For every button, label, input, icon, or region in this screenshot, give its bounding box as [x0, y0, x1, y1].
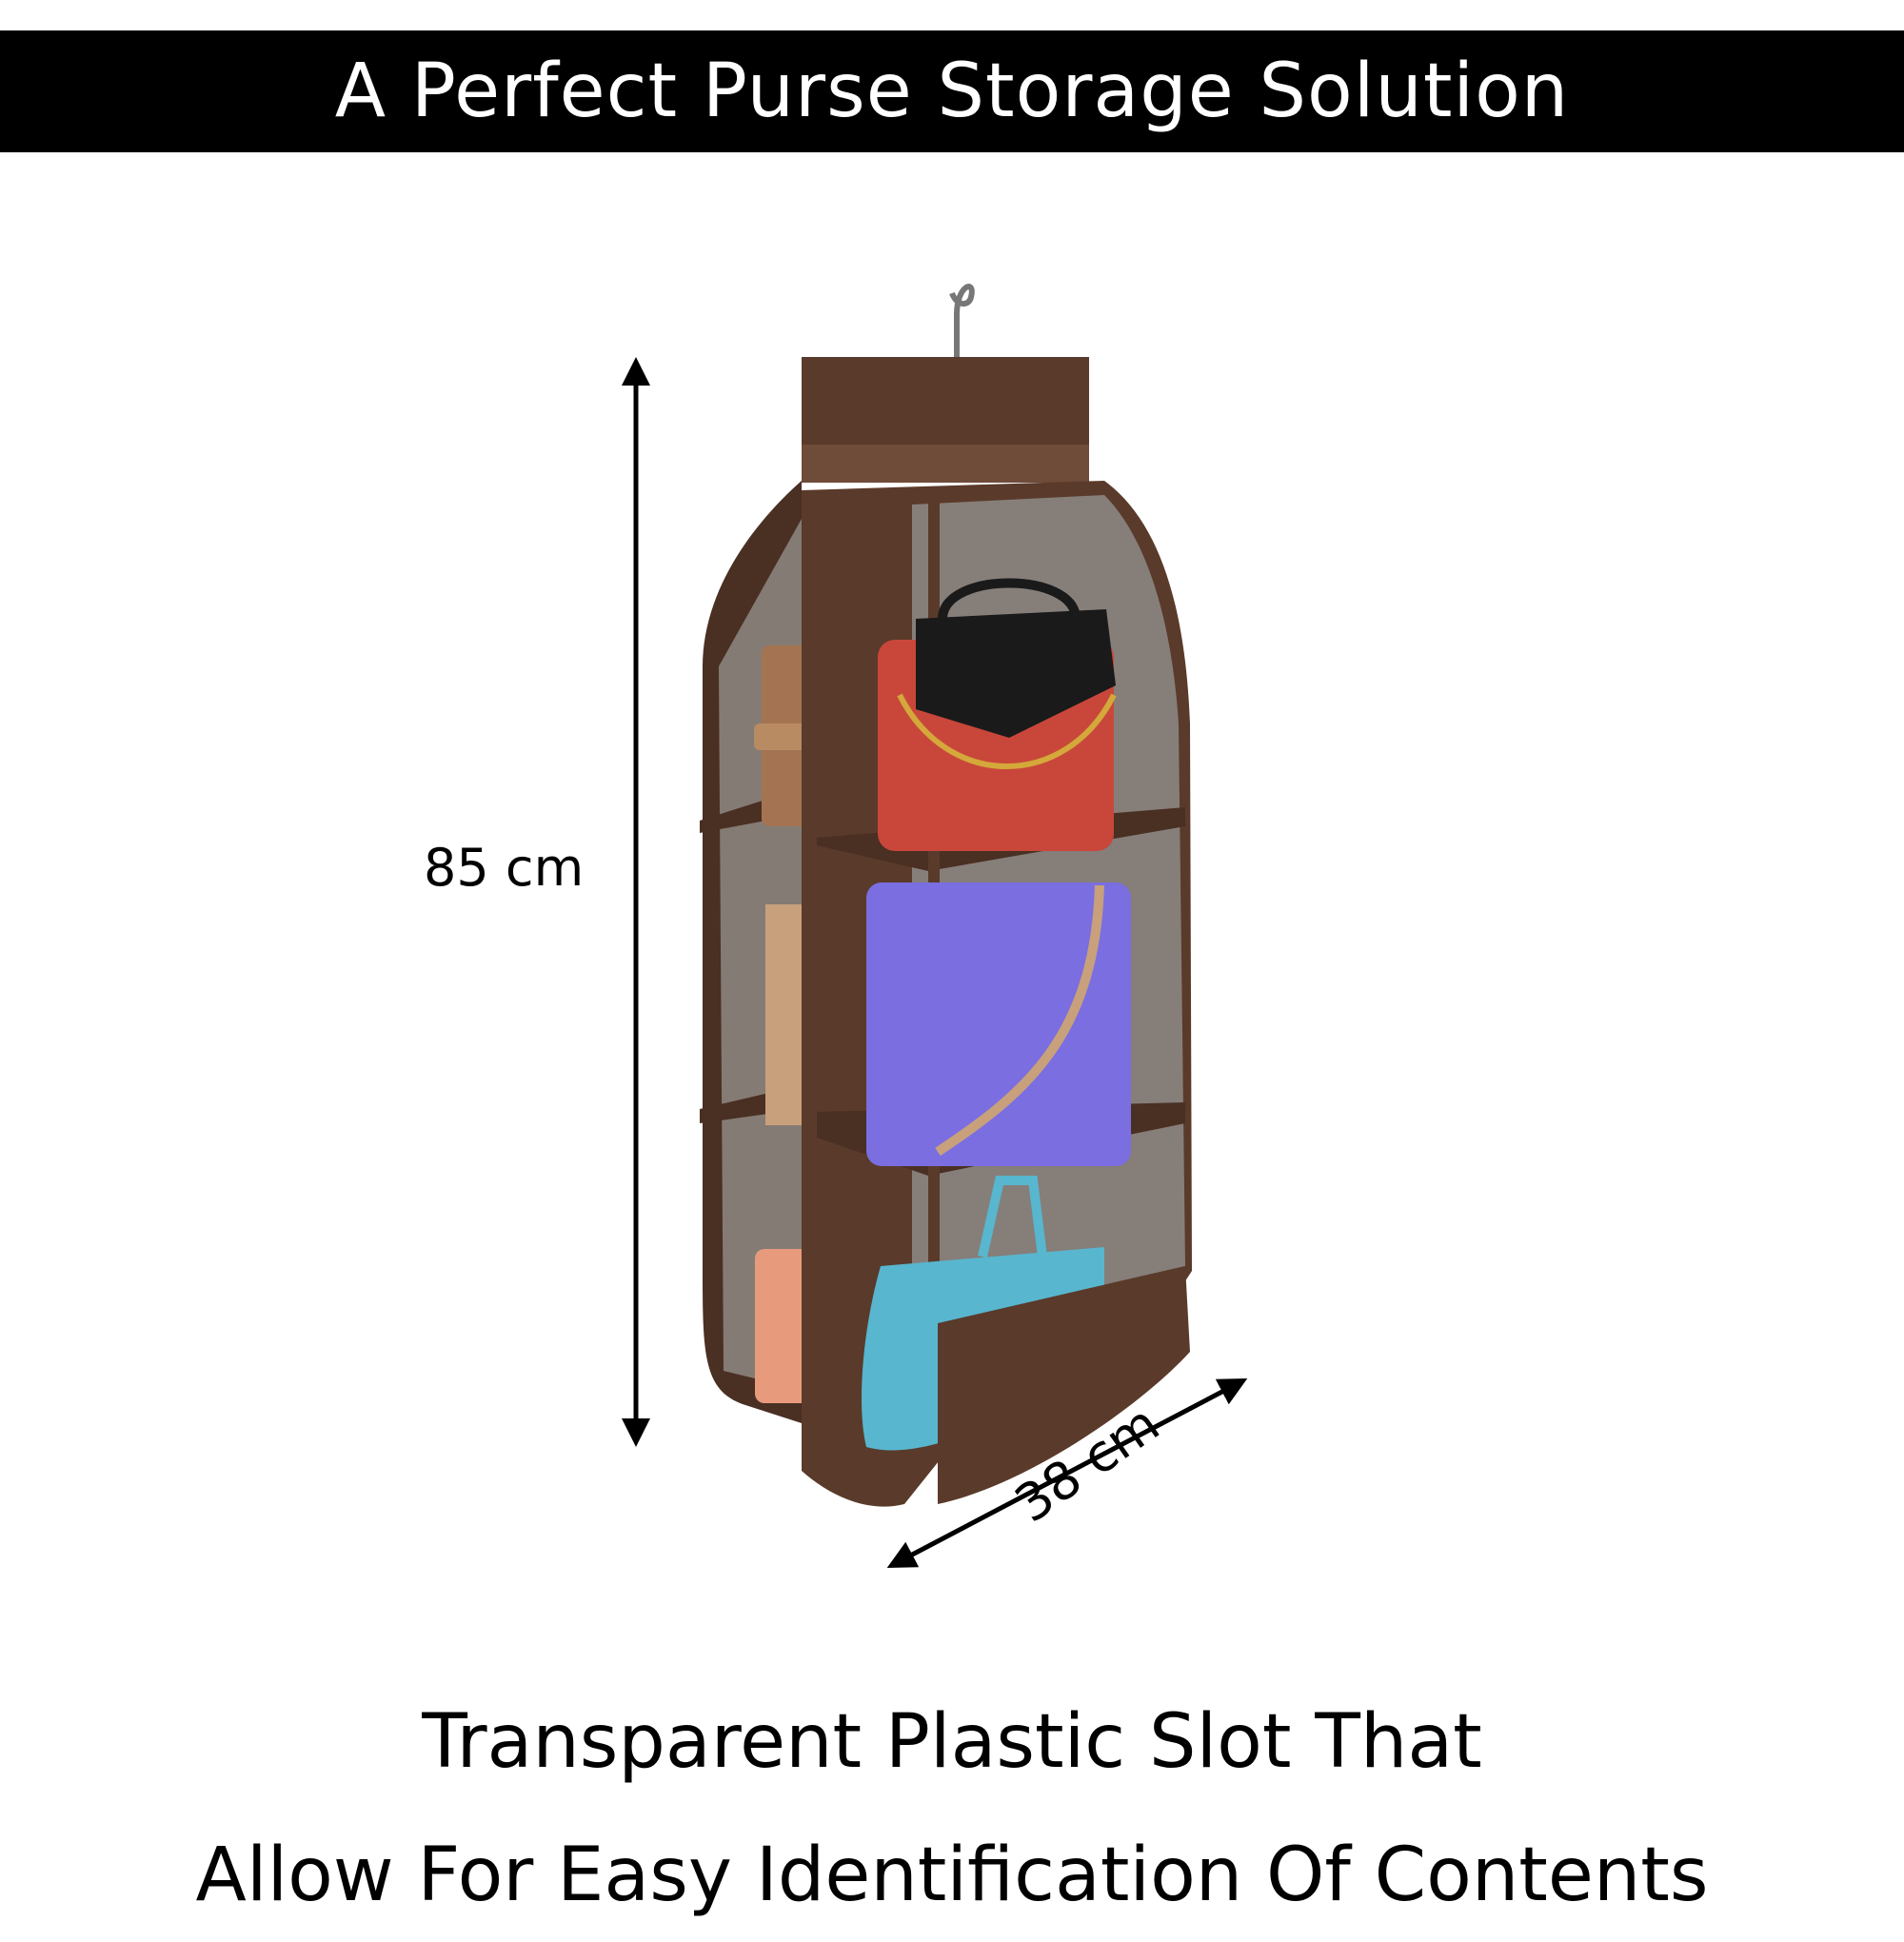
hanger-hook-icon [949, 284, 975, 362]
bag-purple [866, 882, 1131, 1166]
width-dimension-arrow [886, 1378, 1248, 1568]
page-title: A Perfect Purse Storage Solution [334, 49, 1570, 134]
caption-line-1: Transparent Plastic Slot That [422, 1699, 1482, 1785]
height-label: 85 cm [424, 838, 585, 898]
bag-red-flap [916, 609, 1116, 738]
back-bag-bottom [755, 1249, 810, 1403]
top-flap [802, 357, 1089, 445]
caption-line-2: Allow For Easy Identification Of Content… [195, 1833, 1709, 1918]
back-bag-middle [765, 904, 807, 1125]
caption: Transparent Plastic Slot That Allow For … [0, 1675, 1904, 1942]
header-banner: A Perfect Purse Storage Solution [0, 30, 1904, 152]
